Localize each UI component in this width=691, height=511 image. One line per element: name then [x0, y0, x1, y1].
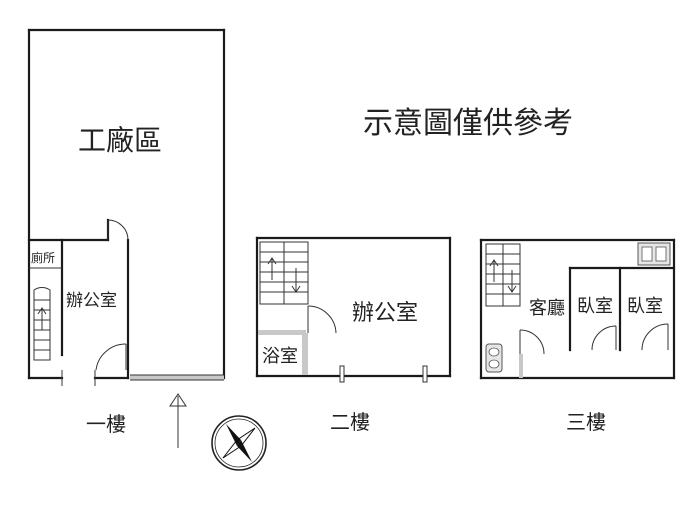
- sink-icon: [637, 242, 671, 266]
- up-arrow-icon: [169, 393, 187, 448]
- door-swing-icon: [307, 305, 337, 334]
- stairs-icon: [485, 243, 521, 307]
- room-office-label: 辦公室: [352, 301, 418, 326]
- room-bathroom-label: 浴室: [262, 346, 298, 367]
- floor-3-title: 三樓: [566, 410, 606, 434]
- room-office-label: 辦公室: [66, 291, 117, 311]
- room-bedroom-1-label: 臥室: [577, 296, 613, 317]
- room-bedroom-2-label: 臥室: [627, 296, 663, 317]
- door-swing-icon: [591, 325, 617, 351]
- room-living-label: 客廳: [529, 298, 565, 319]
- stairs-icon: [33, 286, 51, 361]
- door-swing-icon: [641, 323, 669, 351]
- washbasin-icon: [485, 343, 503, 373]
- door-swing-icon: [519, 329, 545, 355]
- room-factory-label: 工廠區: [78, 124, 162, 157]
- door-swing-icon: [95, 343, 127, 371]
- room-toilet-label: 廁所: [31, 250, 55, 265]
- floor-3-plan: 客廳 臥室 臥室 三樓: [479, 238, 676, 434]
- floor-2-title: 二樓: [330, 410, 370, 434]
- floor-1-plan: 工廠區 廁所 辦公室 一樓: [27, 28, 226, 436]
- compass-icon: [211, 415, 267, 471]
- floor-1-title: 一樓: [86, 412, 126, 436]
- door-swing-icon: [107, 219, 129, 241]
- stairs-icon: [259, 241, 309, 305]
- disclaimer-note: 示意圖僅供參考: [363, 106, 573, 141]
- floor-2-plan: 辦公室 浴室 二樓: [255, 236, 452, 434]
